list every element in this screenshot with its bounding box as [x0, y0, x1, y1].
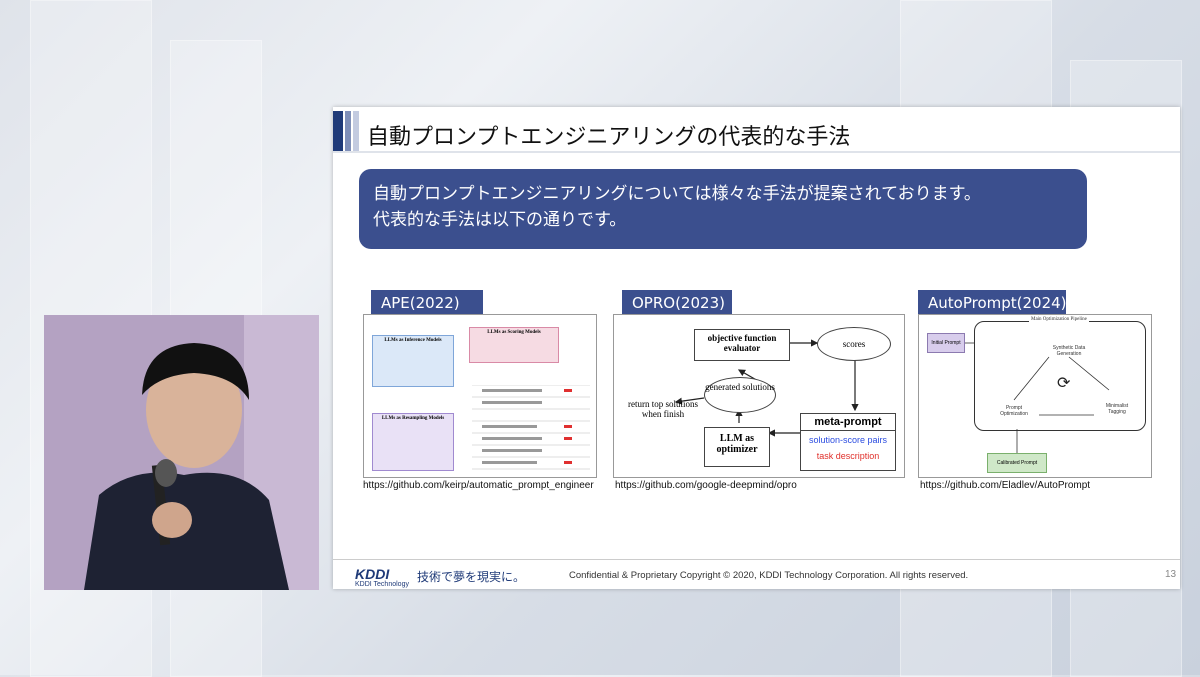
cycle-icon: ⟳ — [1057, 373, 1071, 392]
kddi-logo: KDDI — [355, 566, 390, 582]
callout-line: 代表的な手法は以下の通りです。 — [373, 210, 627, 230]
autoprompt-tagging-label: Minimalist Tagging — [1105, 403, 1129, 415]
footer-divider — [333, 559, 1180, 560]
ape-resampling-box: LLMs as Resampling Models — [372, 413, 454, 471]
autoprompt-optimization-label: Prompt Optimization — [1000, 405, 1028, 417]
method-label-ape: APE(2022) — [371, 290, 483, 316]
title-accent — [333, 111, 343, 151]
title-bar: 自動プロンプトエンジニアリングの代表的な手法 — [333, 111, 1180, 155]
ape-figure: LLMs as Inference Models LLMs as Scoring… — [363, 314, 597, 478]
opro-pairs-text: solution-score pairs — [808, 435, 888, 445]
ape-inference-box: LLMs as Inference Models — [372, 335, 454, 387]
autoprompt-figure: Main Optimization Pipeline Initial Promp… — [918, 314, 1152, 478]
ape-url[interactable]: https://github.com/keirp/automatic_promp… — [363, 480, 594, 491]
presentation-slide: 自動プロンプトエンジニアリングの代表的な手法 自動プロンプトエンジニアリングにつ… — [333, 107, 1180, 589]
callout-line: 自動プロンプトエンジニアリングについては様々な手法が提案されております。 — [373, 184, 981, 204]
page-number: 13 — [1165, 569, 1177, 580]
opro-meta-prompt-title: meta-prompt — [801, 414, 895, 431]
autoprompt-calibrated-box: Calibrated Prompt — [987, 453, 1047, 473]
autoprompt-arrows — [965, 342, 1110, 453]
title-accent — [345, 111, 351, 151]
method-label-autoprompt: AutoPrompt(2024) — [918, 290, 1067, 316]
footer-slogan: 技術で夢を現実に。 — [417, 570, 526, 584]
method-label-opro: OPRO(2023) — [622, 290, 732, 316]
slide-title: 自動プロンプトエンジニアリングの代表的な手法 — [367, 125, 851, 150]
opro-optimizer-box: LLM as optimizer — [704, 427, 770, 467]
speaker-silhouette — [44, 315, 319, 590]
opro-evaluator-box: objective function evaluator — [694, 329, 790, 361]
ape-score-table — [472, 385, 590, 470]
kddi-logo-subtitle: KDDI Technology — [355, 581, 409, 588]
ape-inference-label: LLMs as Inference Models — [384, 338, 442, 343]
opro-meta-prompt-box: meta-prompt solution-score pairs task de… — [800, 413, 896, 471]
ape-scoring-box: LLMs as Scoring Models — [469, 327, 559, 363]
autoprompt-pipeline-label: Main Optimization Pipeline — [1029, 317, 1089, 322]
opro-url[interactable]: https://github.com/google-deepmind/opro — [615, 480, 797, 491]
opro-task-text: task description — [816, 451, 880, 461]
opro-return-text: return top solutions when finish — [628, 399, 698, 419]
opro-figure: objective function evaluator scores gene… — [613, 314, 905, 478]
autoprompt-url[interactable]: https://github.com/Eladlev/AutoPrompt — [920, 480, 1091, 491]
title-accent — [353, 111, 359, 151]
ape-resampling-label: LLMs as Resampling Models — [381, 416, 445, 421]
speaker-video — [44, 315, 319, 590]
summary-callout: 自動プロンプトエンジニアリングについては様々な手法が提案されております。 代表的… — [359, 169, 1087, 249]
ape-scoring-label: LLMs as Scoring Models — [487, 330, 541, 335]
opro-generated-ellipse: generated solutions — [704, 377, 776, 413]
autoprompt-initial-box: Initial Prompt — [927, 333, 965, 353]
footer-copyright: Confidential & Proprietary Copyright © 2… — [569, 570, 969, 581]
autoprompt-synthetic-label: Synthetic Data Generation — [1052, 345, 1086, 357]
title-divider — [333, 151, 1180, 153]
opro-scores-ellipse: scores — [817, 327, 891, 361]
